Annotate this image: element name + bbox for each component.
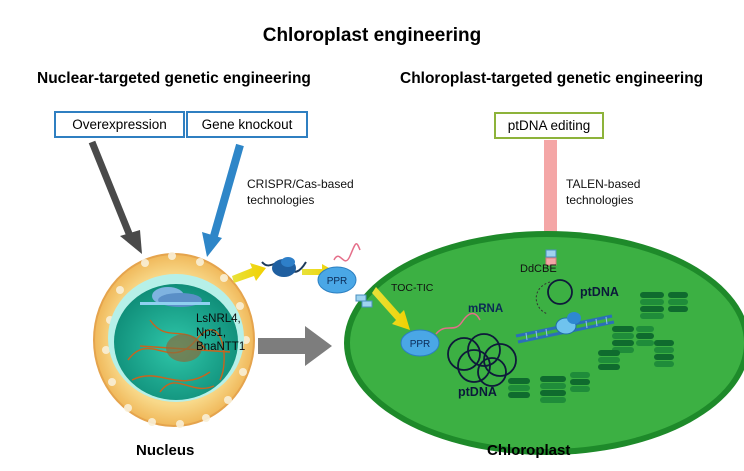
- overexpression-arrow: [88, 140, 142, 254]
- ppr-chloroplast: [400, 312, 481, 357]
- ptdna-genome: [447, 333, 517, 387]
- gene-nps1: Nps1,: [196, 327, 226, 339]
- translation-arrow: [232, 263, 266, 283]
- talen-note: TALEN-based technologies: [566, 177, 641, 207]
- nucleus-to-chloroplast-arrow: [258, 326, 332, 366]
- gene-bnantt1: BnaNTT1: [196, 341, 245, 353]
- page-title: Chloroplast engineering: [262, 25, 482, 46]
- gene-lsnrl4: LsNRL4,: [196, 313, 241, 325]
- ptdna-target-circle: [547, 279, 573, 305]
- nucleolus: [166, 334, 202, 362]
- ribosome-icon: [140, 287, 210, 307]
- ddcbe-label: DdCBE: [520, 263, 557, 275]
- ppr-chloroplast-label: PPR: [410, 339, 431, 350]
- chloroplast-stroma: [350, 237, 744, 449]
- toc-tic-channel: [355, 294, 373, 308]
- gene-knockout-box: Gene knockout: [186, 111, 308, 138]
- import-arrow: [372, 287, 410, 330]
- ppr-cytosol-label: PPR: [327, 276, 348, 287]
- toc-tic-label: TOC-TIC: [391, 282, 434, 294]
- ptdna-target-label: ptDNA: [580, 285, 619, 299]
- ribosome-mrna-icon: [261, 257, 307, 277]
- crispr-arrow: [202, 143, 244, 257]
- ddcbe-protein: [545, 249, 557, 266]
- chloroplast-heading: Chloroplast-targeted genetic engineering: [400, 70, 704, 87]
- chloroplast-caption: Chloroplast: [487, 442, 571, 459]
- thylakoid-grana: [508, 292, 688, 403]
- overexpression-box: Overexpression: [54, 111, 185, 138]
- mrna-label: mRNA: [468, 303, 503, 315]
- dna-editing-complex: [515, 312, 615, 344]
- nuclear-heading: Nuclear-targeted genetic engineering: [37, 70, 311, 87]
- ppr-cytosol: [317, 243, 361, 294]
- ptdna-editing-box: ptDNA editing: [494, 112, 604, 139]
- nucleus-caption: Nucleus: [136, 442, 195, 459]
- ptdna-genome-label: ptDNA: [458, 385, 497, 399]
- crispr-note: CRISPR/Cas-based technologies: [247, 177, 354, 207]
